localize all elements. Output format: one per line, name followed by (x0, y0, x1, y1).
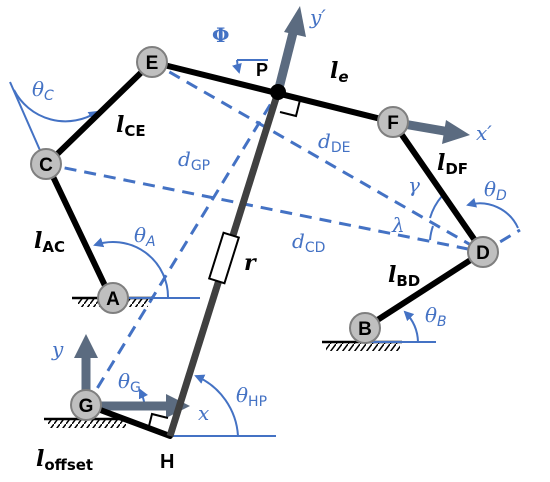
arc-theta-a (93, 237, 170, 299)
angle-distance-labels: θC θA θD θB θG θHP Φ γ λ dGP dDE dCD y′ … (32, 5, 507, 425)
label-theta-g: θG (118, 369, 141, 396)
arc-theta-c (13, 89, 99, 123)
y-axis-arrowhead (74, 334, 98, 358)
joint-e: E (136, 46, 168, 78)
joints: E C A F D B G (30, 46, 499, 421)
label-l-offset: loffset (36, 446, 93, 474)
joint-f: F (377, 106, 409, 138)
link-bd (362, 249, 486, 331)
label-l-ac: lAC (34, 228, 65, 256)
link-df (390, 119, 486, 255)
y-prime-axis (273, 23, 300, 94)
label-d-de: dDE (318, 129, 350, 156)
rod-r (166, 90, 282, 438)
label-x: x (198, 401, 209, 425)
joint-g: G (70, 389, 102, 421)
label-lambda: λ (391, 213, 405, 237)
arc-phi (232, 59, 242, 74)
label-d-cd: dCD (292, 229, 325, 256)
links (44, 59, 486, 439)
axes-arrows (74, 6, 470, 418)
svg-text:A: A (106, 289, 120, 310)
link-ce (44, 59, 155, 167)
line-d-gp (85, 91, 280, 406)
joint-b: B (349, 312, 381, 344)
svg-text:B: B (358, 319, 372, 340)
label-h: H (160, 451, 174, 473)
joint-c: C (30, 148, 62, 180)
label-theta-a: θA (134, 223, 156, 250)
label-l-df: lDF (437, 150, 468, 178)
arc-gamma (429, 195, 443, 219)
svg-text:E: E (146, 53, 159, 74)
label-theta-d: θD (484, 177, 507, 204)
svg-text:C: C (39, 155, 53, 176)
point-p (270, 84, 286, 100)
joint-a: A (97, 282, 129, 314)
svg-text:D: D (476, 243, 490, 264)
svg-text:G: G (79, 396, 94, 417)
link-labels: lCE lAC le lDF lBD loffset r P H (34, 58, 468, 474)
label-theta-hp: θHP (236, 383, 267, 410)
arc-lambda (429, 225, 434, 241)
svg-text:F: F (387, 113, 399, 134)
label-theta-b: θB (425, 303, 447, 330)
arc-theta-hp (194, 374, 239, 437)
label-x-prime: x′ (476, 121, 492, 145)
prismatic-joint (207, 231, 241, 285)
y-prime-arrowhead (284, 6, 306, 37)
label-gamma: γ (408, 173, 420, 197)
label-l-bd: lBD (388, 262, 420, 290)
link-ac (44, 161, 111, 295)
label-phi: Φ (212, 23, 229, 47)
line-d-de (151, 60, 484, 254)
label-d-gp: dGP (178, 147, 210, 174)
label-p: P (256, 60, 268, 80)
arc-theta-d (466, 197, 519, 229)
joint-d: D (467, 236, 499, 268)
right-angle-markers (147, 95, 302, 431)
x-prime-arrowhead (442, 120, 470, 144)
line-d-cd (44, 162, 484, 254)
label-y: y (51, 337, 64, 361)
label-theta-c: θC (32, 77, 54, 104)
label-l-ce: lCE (116, 112, 146, 140)
label-l-e: le (330, 58, 349, 86)
label-r: r (244, 250, 257, 276)
label-y-prime: y′ (309, 5, 326, 29)
arc-theta-b (403, 310, 419, 343)
